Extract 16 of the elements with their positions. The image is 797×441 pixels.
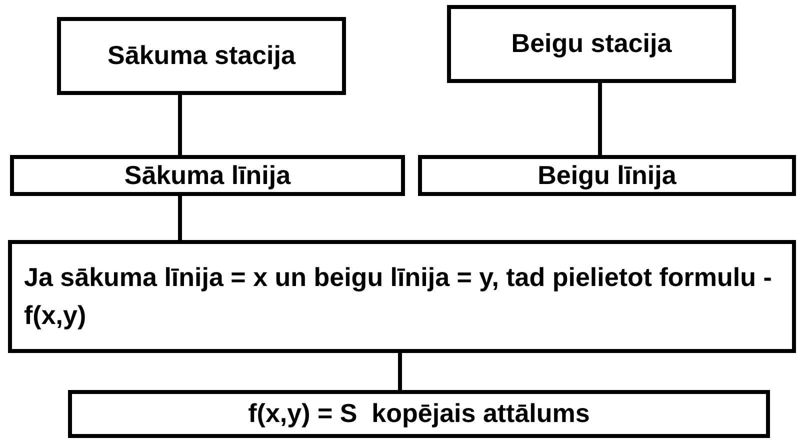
box-label: Sākuma līnija: [124, 158, 291, 192]
box-label: Sākuma stacija: [108, 39, 296, 72]
process-box: [68, 390, 770, 438]
connector-line: [178, 196, 182, 240]
connector-line: [598, 83, 602, 155]
connector-line: [398, 353, 402, 390]
process-box: [418, 155, 796, 196]
box-label: f(x,y) = S kopējais attālums: [248, 397, 590, 430]
process-box: [8, 240, 796, 353]
process-box: [447, 5, 736, 83]
process-box: [57, 17, 346, 95]
connector-line: [178, 95, 182, 155]
box-label: Beigu stacija: [511, 27, 672, 60]
box-label: Beigu līnija: [538, 158, 676, 192]
process-box: [10, 155, 405, 196]
box-label: Ja sākuma līnija = x un beigu līnija = y, tad pielietot formulu - f(x,y): [24, 260, 773, 332]
